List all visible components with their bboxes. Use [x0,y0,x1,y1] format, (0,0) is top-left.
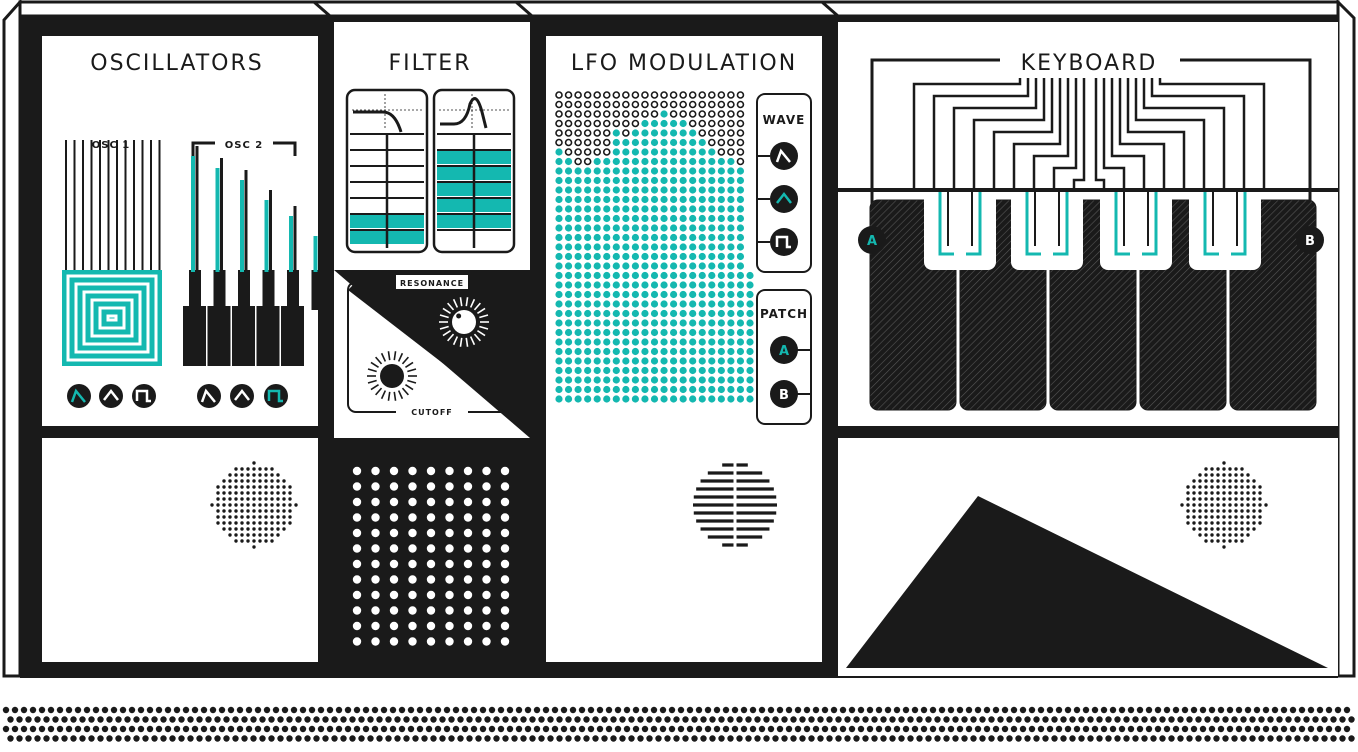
triangle-wave-icon [776,191,792,204]
oscillators-speaker-panel [42,438,318,662]
saw-wave-icon [70,388,86,403]
filter-title: FILTER [389,51,472,76]
keyboard-keys [869,192,1317,411]
square-wave-button[interactable] [264,384,288,408]
saw-wave-icon [775,148,791,163]
key-b-label: B [1305,234,1315,249]
lfo-patch-label: PATCH [760,307,808,321]
key-a-label: A [867,234,877,249]
osc1-square-pattern [62,270,162,366]
left-side-bevel [2,0,22,678]
square-wave-button[interactable] [132,384,156,408]
square-wave-icon [775,235,791,249]
resonance-label: RESONANCE [400,279,464,288]
cutoff-label: CUTOFF [411,408,453,417]
lfo-dot-matrix [555,91,754,403]
oscillators-speaker-grille [210,461,298,549]
osc1-label: OSC 1 [92,140,130,151]
oscillators-title: OSCILLATORS [90,51,264,76]
keyboard-decor-triangle [846,496,1328,668]
patch-a-label: A [779,344,789,359]
triangle-wave-button[interactable] [230,384,254,408]
lfo-title: LFO MODULATION [571,51,797,76]
key-b-button[interactable]: B [1296,226,1324,254]
key-a-button[interactable]: A [858,226,886,254]
patch-b-button[interactable]: B [770,380,812,408]
keyboard-title: KEYBOARD [1021,51,1158,76]
lfo-speaker-grille [693,462,777,548]
floor-dot-pattern [2,706,1355,742]
saw-wave-button[interactable] [67,384,91,408]
keyboard-wires [870,58,1312,226]
lfo-saw-wave-button[interactable] [757,142,798,170]
saw-wave-icon [200,388,216,403]
lfo-triangle-wave-button[interactable] [757,185,798,213]
filter-bandpass-display [432,88,516,254]
filter-lowpass-display [345,88,429,254]
square-wave-icon [267,389,283,403]
triangle-wave-icon [103,388,119,401]
osc2-keys [183,146,324,366]
square-wave-icon [135,389,151,403]
lfo-square-wave-button[interactable] [757,228,798,256]
lfo-wave-label: WAVE [763,113,806,127]
lfo-patch-selector [756,289,812,425]
osc2-label: OSC 2 [225,140,263,151]
top-bevel [18,0,1340,18]
triangle-wave-button[interactable] [99,384,123,408]
patch-b-label: B [779,388,789,403]
patch-a-button[interactable]: A [770,336,812,364]
osc1-wires [65,140,161,272]
cutoff-knob[interactable] [367,351,417,401]
filter-speaker-grille [352,466,510,646]
keyboard-speaker-grille [1180,461,1268,549]
lfo-wave-selector [756,93,812,273]
saw-wave-button[interactable] [197,384,221,408]
right-side-bevel [1336,0,1356,678]
resonance-knob[interactable] [439,297,489,347]
triangle-wave-icon [234,388,250,401]
